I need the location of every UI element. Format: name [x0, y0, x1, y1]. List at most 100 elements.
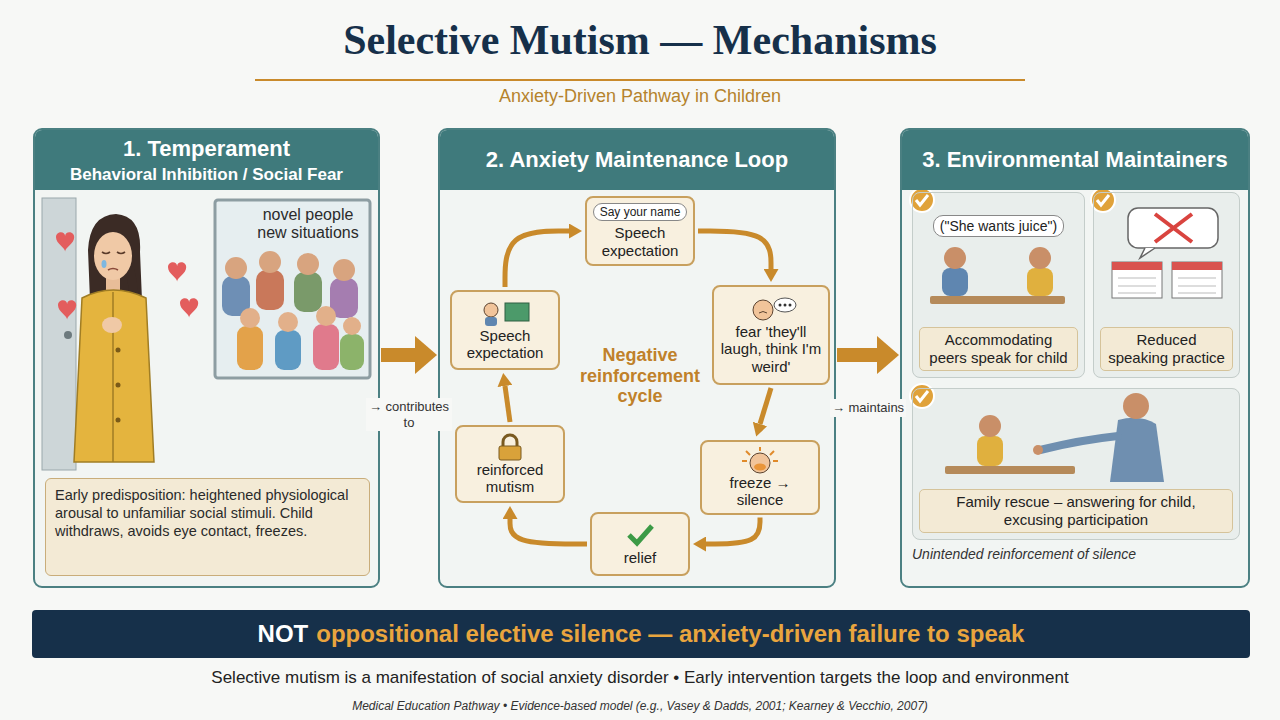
step-text: Speech expectation [592, 224, 688, 259]
step-icon [505, 303, 529, 321]
step-icon [754, 464, 766, 471]
window-crowd [259, 251, 281, 273]
cycle-step: Say your nameSpeech expectation [585, 196, 695, 266]
family-figure [1123, 393, 1149, 419]
maintainer-card-ground [912, 388, 1240, 540]
no-speech-icon [1155, 214, 1192, 242]
heart-symbol [58, 300, 76, 319]
flow-arrow [837, 348, 877, 362]
banner-text: oppositional elective silence — anxiety-… [316, 620, 1024, 648]
label-slot: novel people new situations [248, 206, 368, 243]
cycle-step: fear 'they'll laugh, think I'm weird' [712, 285, 830, 385]
speech-bubble: ("She wants juice") [933, 215, 1064, 237]
step-text: relief [624, 549, 657, 566]
child-figure [74, 214, 154, 462]
edge-label-slot: → maintains [825, 398, 911, 417]
cycle-step: reinforced mutism [455, 425, 565, 503]
heart-symbol [180, 298, 198, 317]
step-text: reinforced mutism [462, 461, 558, 496]
banner-emphasis: NOT [258, 620, 309, 648]
step-icon [475, 299, 535, 327]
child-figure [116, 418, 121, 423]
peers-figure [942, 268, 968, 296]
panel-ground [438, 128, 836, 588]
step-icon [484, 303, 498, 317]
check-badge [916, 195, 928, 205]
calendar-icon [1118, 278, 1216, 293]
window-crowd [297, 253, 319, 275]
stage-panel: 1. TemperamentBehavioral Inhibition / So… [33, 128, 380, 588]
window-crowd [237, 326, 263, 370]
maintainer-card: Family rescue – answering for child, exc… [912, 388, 1240, 540]
step-icon [759, 312, 767, 314]
child-figure [94, 232, 132, 280]
step-icon [759, 447, 761, 451]
step-icon [784, 304, 787, 307]
panel-ground [33, 128, 380, 588]
door [42, 198, 76, 470]
family-figure [945, 393, 1164, 482]
title-slot: Selective Mutism — Mechanisms [0, 16, 1280, 64]
window-crowd [215, 200, 370, 378]
note: Unintended reinforcement of silence [912, 546, 1240, 562]
window-crowd [256, 270, 284, 310]
panel-subheading: Behavioral Inhibition / Social Fear [70, 165, 343, 185]
heart-symbol [56, 232, 74, 251]
source-note: Medical Education Pathway • Evidence-bas… [352, 699, 928, 713]
window-crowd [340, 334, 364, 370]
family-figure [945, 466, 1075, 474]
stage-panel: 3. Environmental Maintainers ("She wants … [900, 128, 1250, 588]
calendar-icon [1172, 262, 1222, 270]
card-text: Family rescue – answering for child, exc… [919, 489, 1233, 533]
maintainer-card-ground [1093, 192, 1240, 378]
step-icon [746, 451, 750, 455]
caption-slot: Selective mutism is a manifestation of s… [0, 668, 1280, 688]
peers-figure [944, 247, 966, 269]
step-icon [753, 300, 773, 320]
window-crowd [343, 317, 361, 335]
family-figure [977, 436, 1003, 466]
child-figure [108, 269, 118, 271]
peers-figure [1027, 268, 1053, 296]
child-figure [102, 252, 125, 254]
cycle-arrow [510, 519, 587, 544]
key-message-banner: NOToppositional elective silence — anxie… [32, 610, 1250, 658]
window-crowd [313, 324, 339, 370]
peers-figure [1029, 247, 1051, 269]
step-text: fear 'they'll laugh, think I'm weird' [719, 323, 823, 375]
window-crowd [333, 259, 355, 281]
no-speech-icon [1128, 208, 1218, 258]
flow-arrow [381, 348, 415, 362]
cycle-arrow [706, 518, 760, 545]
speech-bubble: Say your name [593, 203, 688, 221]
family-figure [979, 415, 1001, 437]
subtitle: Anxiety-Driven Pathway in Children [499, 86, 781, 106]
calendar-icon [1112, 262, 1222, 298]
cycle-arrow [505, 231, 569, 287]
no-speech-icon [1128, 208, 1218, 248]
step-icon [789, 304, 792, 307]
window-crowd [278, 312, 298, 332]
door [42, 198, 76, 470]
child-figure [102, 317, 122, 333]
panel-ground [33, 128, 1250, 588]
window-crowd [240, 308, 260, 328]
panel-header: 2. Anxiety Maintenance Loop [440, 130, 834, 190]
child-figure [74, 290, 154, 462]
label-slot: Anxiety-Driven Pathway in Children [0, 86, 1280, 107]
step-icon [503, 435, 517, 447]
panel-heading: 3. Environmental Maintainers [922, 147, 1228, 173]
window-crowd [294, 272, 322, 312]
edge-label: → contributes to [366, 398, 452, 431]
child-figure [116, 383, 121, 388]
cycle-label: Negative reinforcement cycle [580, 345, 700, 406]
step-text: freeze → silence [707, 474, 813, 509]
step-icon [773, 460, 778, 462]
check-badge [916, 391, 928, 401]
step-text: Speech expectation [457, 327, 553, 362]
edge-label-slot: → contributes to [366, 398, 452, 431]
step-icon [610, 521, 670, 549]
illustration-label: novel people new situations [248, 206, 368, 243]
step-icon [629, 526, 652, 543]
label-slot: Unintended reinforcement of silence [912, 546, 1240, 562]
